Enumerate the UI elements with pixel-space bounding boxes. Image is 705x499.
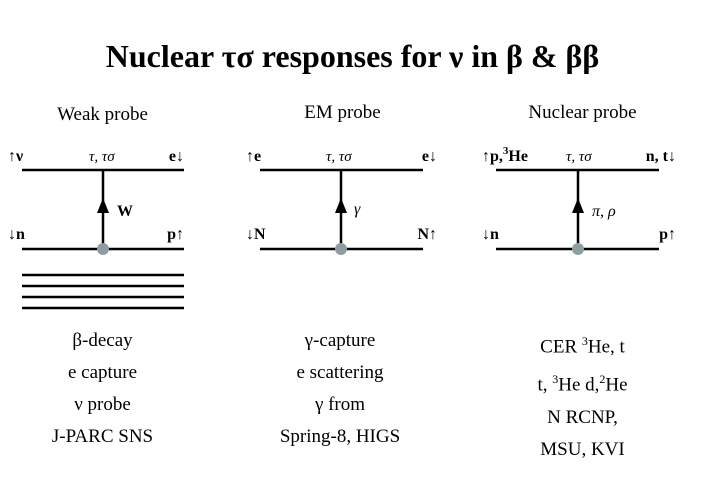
boson-label: γ — [354, 201, 361, 218]
boson-arrow-icon — [97, 198, 109, 213]
top-left-label: ↑e — [246, 148, 261, 165]
desc-nuclear: CER 3He, t t, 3He d,2He N RCNP, MSU, KVI — [490, 325, 675, 466]
desc-line: e scattering — [296, 362, 384, 383]
boson-arrow-icon — [572, 198, 584, 213]
bottom-left-label: ↓n — [482, 226, 499, 243]
boson-arrow-icon — [335, 198, 347, 213]
caption-weak: Weak probe — [57, 104, 148, 125]
desc-line: ν probe — [74, 394, 131, 415]
desc-line: J-PARC SNS — [51, 426, 154, 447]
desc-line: N RCNP, — [547, 406, 618, 428]
boson-label: π, ρ — [592, 203, 616, 220]
top-right-label: e↓ — [169, 148, 184, 165]
page-title: Nuclear τσ responses for ν in β & ββ — [105, 38, 600, 74]
desc-line: γ-capture — [304, 330, 376, 351]
panel-weak: ↑ν τ, τσ e↓ W ↓n p↑ — [8, 148, 184, 310]
desc-line: e capture — [67, 362, 138, 383]
bottom-right-label: p↑ — [659, 226, 676, 243]
bottom-left-label: ↓n — [8, 226, 25, 243]
bottom-left-label: ↓N — [246, 226, 266, 243]
caption-nuclear: Nuclear probe — [528, 102, 637, 123]
bottom-right-label: N↑ — [417, 226, 437, 243]
caption-em: EM probe — [304, 102, 381, 123]
panel-em: ↑e τ, τσ e↓ γ ↓N N↑ — [246, 148, 437, 255]
desc-line: MSU, KVI — [540, 438, 625, 460]
boson-label: W — [117, 203, 133, 220]
desc-line: γ from — [314, 394, 366, 415]
vertex-dot — [572, 243, 584, 255]
desc-line: β-decay — [72, 330, 133, 351]
desc-line: Spring-8, HIGS — [279, 426, 401, 447]
core-levels — [22, 273, 184, 310]
vertex-dot — [97, 243, 109, 255]
desc-line: t, 3He d,2He — [537, 372, 628, 396]
desc-em: γ-capture e scattering γ from Spring-8, … — [250, 325, 430, 453]
panel-nuclear: ↑p,3He τ, τσ n, t↓ π, ρ ↓n p↑ — [482, 145, 676, 255]
top-left-label: ↑p,3He — [482, 145, 528, 165]
top-left-label: ↑ν — [8, 148, 23, 165]
top-mid-label: τ, τσ — [566, 149, 592, 165]
desc-line: CER 3He, t — [540, 334, 625, 358]
desc-weak: β-decay e capture ν probe J-PARC SNS — [15, 325, 190, 453]
top-right-label: n, t↓ — [646, 148, 676, 165]
bottom-right-label: p↑ — [167, 226, 184, 243]
top-right-label: e↓ — [422, 148, 437, 165]
top-mid-label: τ, τσ — [89, 149, 115, 165]
vertex-dot — [335, 243, 347, 255]
top-mid-label: τ, τσ — [326, 149, 352, 165]
